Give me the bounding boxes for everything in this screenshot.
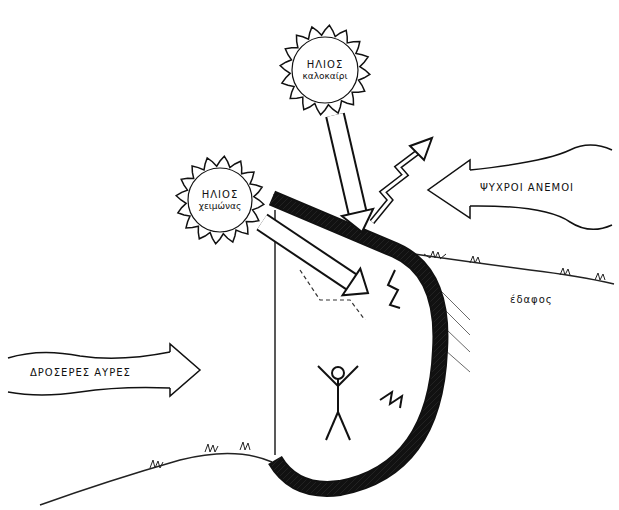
- sun-circle: ΗΛΙΟΣχειμώνας: [174, 154, 266, 246]
- sun-disc: [292, 37, 358, 103]
- breeze-arrow: [8, 388, 170, 396]
- arrow-head: [342, 209, 373, 232]
- grass: [150, 442, 250, 468]
- winter-ray: [262, 222, 351, 282]
- sun-title: ΗΛΙΟΣ: [307, 59, 344, 71]
- reflected-ray: [372, 152, 418, 222]
- heat-squiggle: [380, 392, 402, 408]
- heat-squiggle: [388, 270, 400, 308]
- arrow-head: [343, 269, 369, 296]
- arrow-head: [410, 138, 432, 160]
- wind-arrow: [428, 160, 470, 218]
- annotation-label: ΨΥΧΡΟΙ ΑΝΕΜΟΙ: [478, 182, 576, 194]
- hill-line: [40, 453, 272, 505]
- sun-rays: [176, 156, 264, 244]
- wind-arrow: [470, 145, 612, 170]
- winter-ray: [262, 222, 351, 282]
- sun-circle: ΗΛΙΟΣκαλοκαίρι: [278, 23, 372, 117]
- summer-ray: [335, 115, 358, 213]
- dashed-ray: [300, 270, 365, 320]
- breeze-arrow: [8, 352, 170, 358]
- season-label: χειμώνας: [199, 201, 242, 211]
- breeze-arrow: [170, 344, 200, 396]
- annotation-label: έδαφος: [508, 294, 555, 306]
- annotation-label: ΔΡΟΣΕΡΕΣ ΑΥΡΕΣ: [28, 367, 133, 379]
- person-figure: [318, 366, 358, 440]
- sun-title: ΗΛΙΟΣ: [202, 189, 239, 201]
- wind-arrow: [470, 206, 612, 229]
- glass-facade: [274, 210, 276, 455]
- reflected-ray: [372, 152, 418, 222]
- grass: [424, 251, 605, 280]
- sun-rays: [280, 25, 370, 115]
- season-label: καλοκαίρι: [302, 71, 347, 81]
- summer-ray: [335, 115, 358, 213]
- sun-disc: [188, 168, 252, 232]
